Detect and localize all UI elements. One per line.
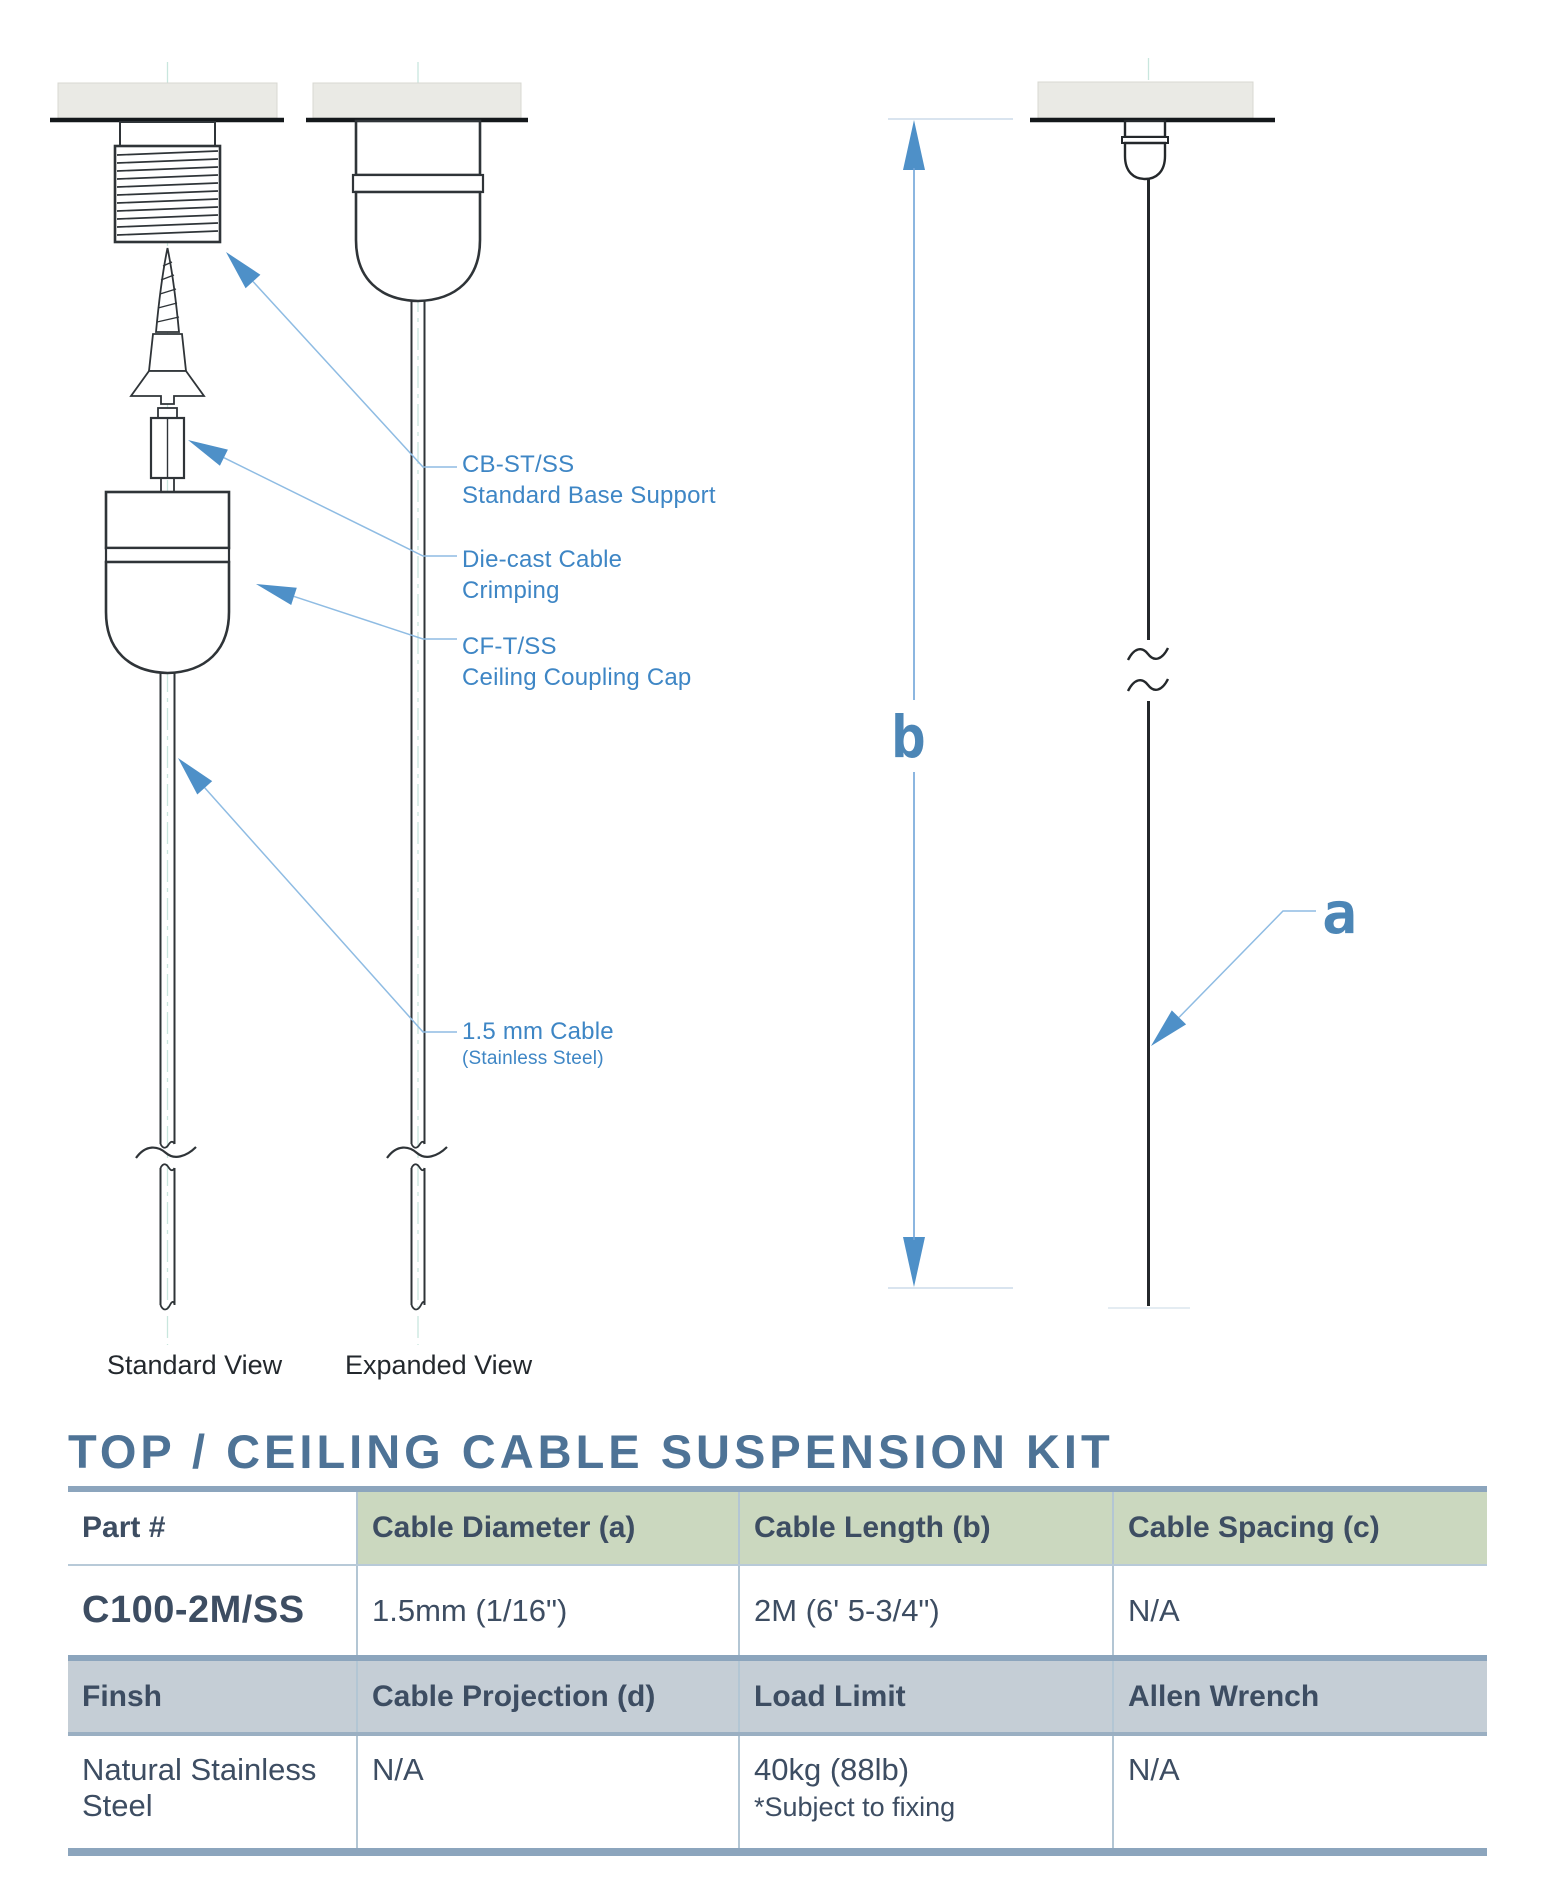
table-data-row-2: Natural Stainless Steel N/A 40kg (88lb) …	[68, 1736, 1487, 1848]
assembled-coupling	[351, 119, 485, 303]
cell-cable-length: 2M (6' 5-3/4")	[740, 1566, 1114, 1655]
cell-cable-diameter: 1.5mm (1/16")	[358, 1566, 740, 1655]
table-header-row-1: Part # Cable Diameter (a) Cable Length (…	[68, 1492, 1487, 1566]
annotation-arrowheads	[178, 252, 1187, 1046]
thread-lines	[116, 150, 219, 236]
annotation-coupling-cap: CF-T/SS Ceiling Coupling Cap	[462, 631, 691, 693]
annotation-text: Standard Base Support	[462, 482, 716, 509]
cell-cable-spacing: N/A	[1128, 1592, 1180, 1628]
base-collar	[119, 121, 216, 147]
annotation-crimping: Die-cast Cable Crimping	[462, 544, 622, 606]
dimension-b	[888, 118, 1013, 1289]
table-data-row-1: C100-2M/SS 1.5mm (1/16") 2M (6' 5-3/4") …	[68, 1566, 1487, 1661]
table-header-row-2: Finsh Cable Projection (d) Load Limit Al…	[68, 1661, 1487, 1736]
expanded-view-drawing	[306, 82, 528, 1311]
annotation-code: CF-T/SS	[462, 633, 557, 660]
header-part: Part #	[68, 1492, 358, 1564]
page-title: TOP / CEILING CABLE SUSPENSION KIT	[68, 1425, 1114, 1478]
load-limit-footnote: *Subject to fixing	[754, 1792, 956, 1822]
annotation-leaders	[204, 280, 1316, 1033]
cell-cable-projection: N/A	[358, 1736, 740, 1848]
expanded-view-label: Expanded View	[345, 1350, 533, 1380]
arrow-crimping	[188, 440, 228, 466]
header-load-limit: Load Limit	[740, 1661, 1114, 1732]
annotation-text: 1.5 mm Cable	[462, 1018, 614, 1045]
suspension-kit-diagram	[50, 58, 1316, 1345]
header-cable-spacing: Cable Spacing (c)	[1114, 1492, 1487, 1564]
header-allen-wrench: Allen Wrench	[1114, 1661, 1487, 1732]
ceiling-plate	[312, 82, 522, 119]
annotation-code: CB-ST/SS	[462, 451, 575, 478]
cell-load-limit: 40kg (88lb) *Subject to fixing	[740, 1736, 1114, 1848]
header-cable-projection: Cable Projection (d)	[358, 1661, 740, 1732]
ceiling-plate	[1037, 81, 1254, 119]
standard-view-drawing	[50, 82, 284, 1311]
screw	[129, 247, 206, 405]
load-limit-value: 40kg (88lb)	[754, 1752, 910, 1787]
crimping	[149, 407, 186, 492]
annotation-cable: 1.5 mm Cable (Stainless Steel)	[462, 1016, 614, 1071]
annotation-text: Ceiling Coupling Cap	[462, 664, 692, 691]
cell-part-number: C100-2M/SS	[68, 1566, 358, 1655]
coupling-cap	[104, 490, 231, 675]
arrow-coupling-cap	[256, 584, 297, 605]
arrow-cable	[178, 758, 213, 795]
centerlines	[166, 58, 1150, 1345]
arrow-a	[1151, 1010, 1187, 1046]
header-finish: Finsh	[68, 1661, 358, 1732]
dimension-label-b: b	[891, 703, 926, 771]
standard-cable	[135, 673, 197, 1311]
cell-allen-wrench: N/A	[1128, 1752, 1180, 1787]
header-cable-length: Cable Length (b)	[740, 1492, 1114, 1564]
annotation-text: Die-cast Cable	[462, 546, 623, 573]
ceiling-plate	[57, 82, 278, 119]
installed-fitting	[1121, 119, 1169, 181]
expanded-cable	[386, 301, 448, 1311]
installed-cable	[1126, 179, 1170, 1306]
cell-finish: Natural Stainless Steel	[68, 1736, 358, 1848]
arrow-up	[903, 120, 925, 170]
spec-table: Part # Cable Diameter (a) Cable Length (…	[68, 1486, 1487, 1856]
arrow-base-support	[226, 252, 261, 289]
dimension-label-a: a	[1322, 879, 1357, 947]
installed-view-drawing	[1030, 81, 1275, 1309]
arrow-down	[903, 1237, 925, 1287]
header-cable-diameter: Cable Diameter (a)	[358, 1492, 740, 1564]
standard-view-label: Standard View	[107, 1350, 283, 1380]
annotation-subtext: (Stainless Steel)	[462, 1048, 604, 1069]
annotation-base-support: CB-ST/SS Standard Base Support	[462, 449, 716, 511]
annotation-text: Crimping	[462, 577, 560, 604]
